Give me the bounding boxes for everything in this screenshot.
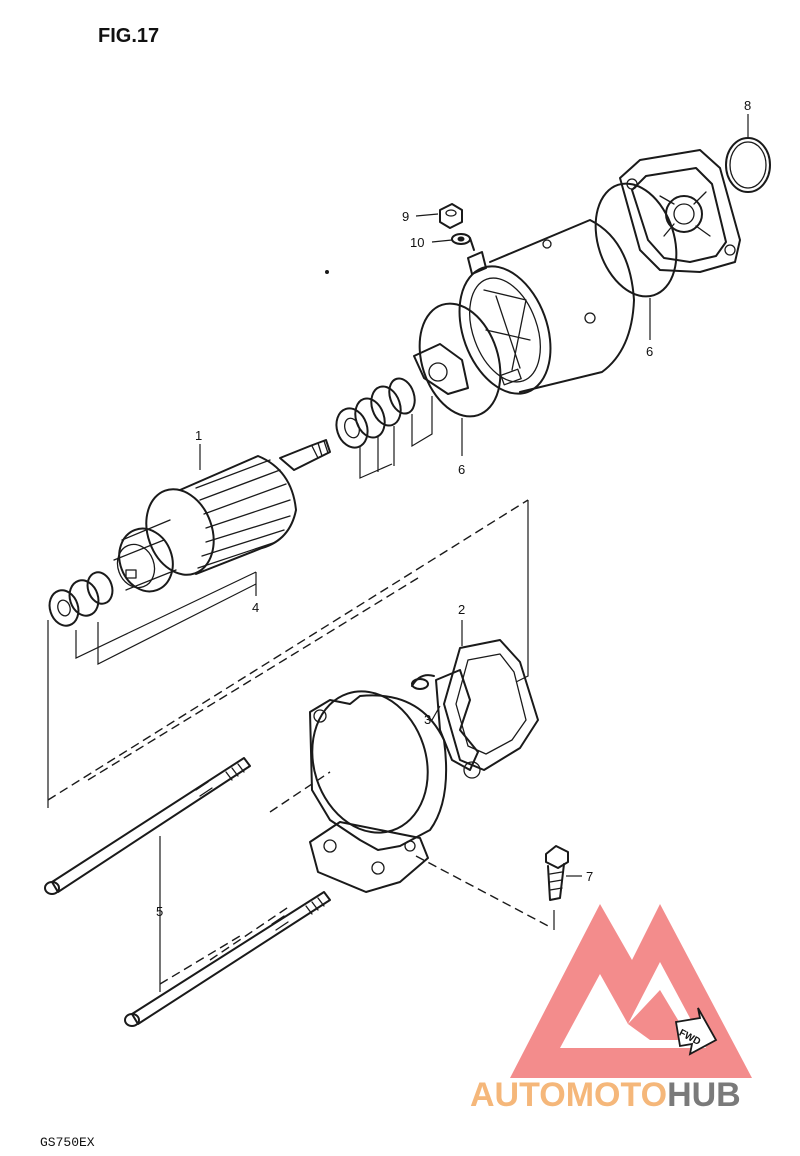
watermark-logo bbox=[510, 904, 752, 1078]
bolt-7 bbox=[545, 845, 569, 901]
watermark-text: AUTOMOTOHUB bbox=[470, 1076, 741, 1114]
label-part-4: 4 bbox=[252, 600, 259, 615]
washer-stack-lower bbox=[48, 571, 114, 627]
washer-stack-upper bbox=[335, 377, 416, 449]
label-part-7: 7 bbox=[586, 869, 593, 884]
speck bbox=[325, 270, 329, 274]
long-bolt-lower bbox=[124, 891, 331, 1027]
label-part-8: 8 bbox=[744, 98, 751, 113]
long-bolt-upper bbox=[44, 757, 251, 895]
o-ring-6-right bbox=[594, 182, 678, 298]
label-part-10: 10 bbox=[410, 235, 424, 250]
label-part-6-left: 6 bbox=[458, 462, 465, 477]
assembly-lines bbox=[47, 499, 553, 985]
label-part-9: 9 bbox=[402, 209, 409, 224]
label-part-5: 5 bbox=[156, 904, 163, 919]
washer-10 bbox=[451, 233, 471, 245]
o-ring-6-left bbox=[418, 302, 502, 418]
rear-housing bbox=[309, 690, 448, 893]
watermark-text-part1: AUTOMOTO bbox=[470, 1076, 667, 1114]
label-part-2: 2 bbox=[458, 602, 465, 617]
label-part-3: 3 bbox=[424, 712, 431, 727]
nut-9 bbox=[439, 203, 463, 229]
armature bbox=[113, 439, 331, 593]
motor-housing bbox=[458, 219, 635, 395]
model-code: GS750EX bbox=[40, 1135, 95, 1150]
label-part-6-right: 6 bbox=[646, 344, 653, 359]
figure-title: FIG.17 bbox=[98, 25, 159, 47]
leader-lines bbox=[47, 114, 749, 992]
o-ring-8 bbox=[725, 137, 771, 193]
end-cover bbox=[619, 149, 741, 273]
fwd-arrow-icon: FWD bbox=[674, 1007, 718, 1056]
watermark-text-part2: HUB bbox=[667, 1076, 741, 1114]
thrust-plate bbox=[413, 343, 469, 395]
label-part-1: 1 bbox=[195, 428, 202, 443]
brush-holder-plate bbox=[411, 639, 539, 779]
